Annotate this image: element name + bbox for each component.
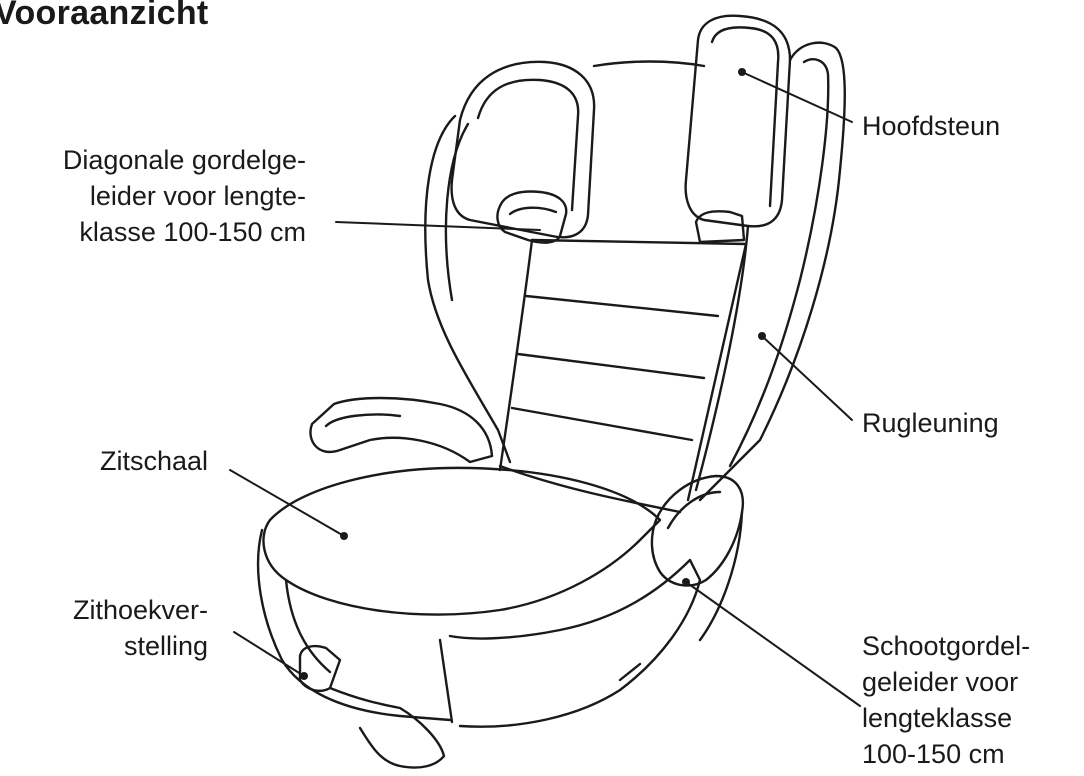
right-wing-edge [694,224,750,492]
right-armrest [650,474,745,587]
dot-hoofdsteun [738,68,746,76]
leader-lines [229,71,861,707]
dot-schootgordel [682,578,690,586]
dot-rugleuning [758,332,766,340]
seat-side-line [438,638,454,724]
backrest-bottom [498,464,682,514]
diagonal-belt-clip-inner [508,206,558,216]
leader-gordelgeleider [335,221,541,231]
backrest-stripe-2 [516,352,706,380]
recline-adjuster [298,644,342,692]
backrest-stripe-3 [510,406,694,442]
diagonal-belt-clip [496,190,568,244]
label-zithoekverstelling: Zithoekver- stelling [72,595,208,661]
label-schootgordelgeleider: Schootgordel- geleider voor lengteklasse… [862,631,1031,769]
left-armrest-inner [324,413,402,428]
leader-zithoek [233,631,305,677]
leader-dots [300,68,766,680]
backrest-stripe-1 [524,294,720,318]
label-rugleuning: Rugleuning [862,408,999,438]
leader-hoofdsteun [741,71,853,123]
seat-seam [618,662,642,682]
label-hoofdsteun: Hoofdsteun [862,111,1001,141]
right-clip [694,210,746,244]
right-wing-inner [728,58,830,468]
backrest-top [592,60,706,68]
backrest-left-edge [498,238,534,472]
seat-front [256,528,452,722]
left-armrest [309,396,494,464]
right-headrest-inner [710,26,780,208]
leader-zitschaal [229,469,345,537]
left-headrest [450,60,596,239]
right-armrest-inner [666,490,722,530]
leader-schootgordel [685,581,861,707]
left-wing [424,114,512,464]
right-wing [698,41,846,502]
leader-rugleuning [761,335,853,421]
seat-cushion [262,466,662,616]
seat-side [448,558,702,728]
dot-zitschaal [340,532,348,540]
label-diagonale-gordelgeleider: Diagonale gordelge- leider voor lengte- … [62,145,306,247]
seat-front-inner [284,578,332,674]
label-zitschaal: Zitschaal [99,446,208,476]
recline-adjuster-base [328,686,446,769]
right-armrest-side [698,510,744,642]
left-headrest-inner [476,78,580,212]
left-wing-inner [444,122,470,302]
dot-zithoek [300,672,308,680]
diagram-title: Vooraanzicht [0,0,209,32]
right-headrest [684,14,792,228]
